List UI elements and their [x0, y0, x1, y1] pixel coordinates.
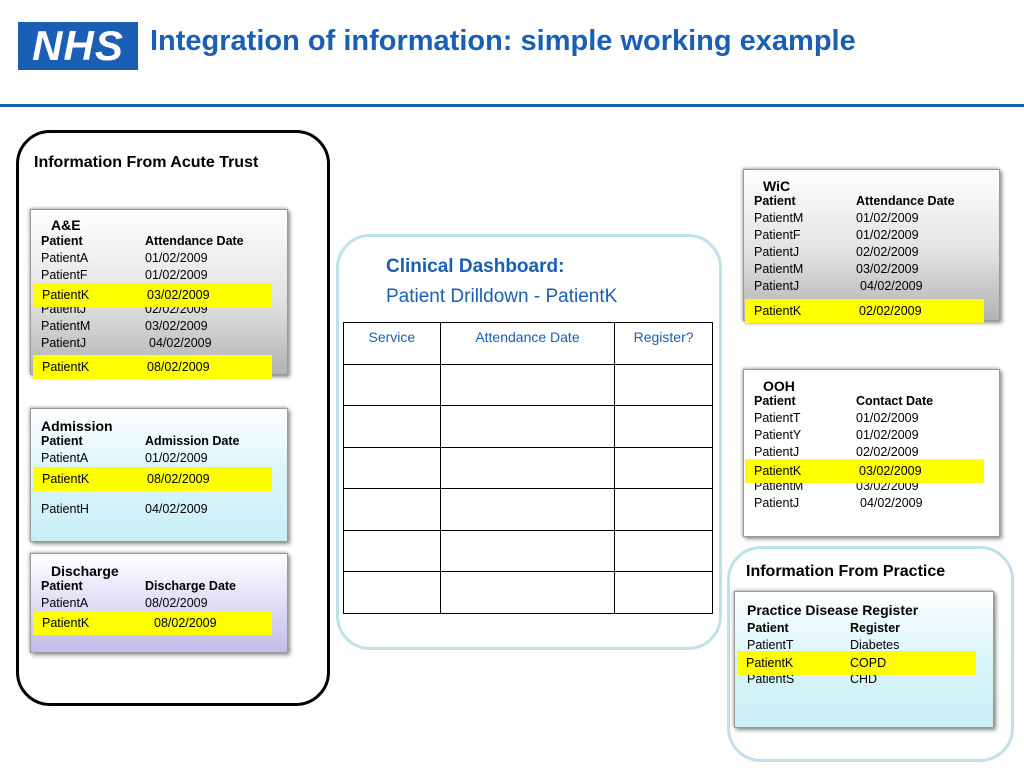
table-cell — [439, 446, 616, 489]
dashboard-title: Clinical Dashboard: Patient Drilldown - … — [386, 252, 617, 312]
table-cell — [343, 446, 441, 489]
column-header: Patient — [41, 579, 83, 593]
column-header: Attendance Date — [856, 194, 955, 208]
table-row — [343, 571, 713, 614]
table-cell — [614, 571, 713, 614]
table-cell — [343, 405, 441, 448]
nhs-logo-text: NHS — [32, 22, 124, 69]
column-header: Service — [343, 322, 441, 365]
practice-label: Information From Practice — [746, 563, 946, 580]
table-row — [343, 446, 713, 489]
column-header: Patient — [41, 434, 83, 448]
column-header: Contact Date — [856, 394, 934, 408]
table-cell — [343, 488, 441, 531]
panel-title: OOH — [763, 378, 795, 394]
acute-trust-label: Information From Acute Trust — [34, 154, 259, 171]
table-cell — [439, 405, 616, 448]
table-row — [343, 405, 713, 448]
table-cell — [614, 529, 713, 572]
panel-title: Admission — [41, 418, 113, 434]
panel-title: Practice Disease Register — [747, 602, 919, 618]
panel-title: Discharge — [51, 563, 119, 579]
title-divider — [0, 104, 1024, 107]
column-header: Attendance Date — [145, 234, 244, 248]
table-cell — [614, 446, 713, 489]
discharge-panel: Discharge Patient Discharge Date Patient… — [30, 553, 288, 653]
column-header: Discharge Date — [145, 579, 237, 593]
nhs-logo: NHS — [18, 22, 138, 70]
drilldown-table: Service Attendance Date Register? — [343, 322, 713, 614]
table-cell — [614, 405, 713, 448]
dashboard-outline — [336, 234, 722, 650]
panel-title: A&E — [51, 217, 81, 233]
page-title: Integration of information: simple worki… — [150, 25, 856, 57]
table-cell — [614, 488, 713, 531]
table-cell — [343, 529, 441, 572]
table-cell — [439, 363, 616, 406]
column-header: Register — [850, 621, 901, 635]
practice-outline — [727, 546, 1014, 762]
table-row — [343, 488, 713, 531]
column-header: Patient — [754, 194, 796, 208]
table-header-row: Service Attendance Date Register? — [343, 322, 713, 365]
column-header: Patient — [41, 234, 83, 248]
acute-trust-outline — [16, 130, 330, 706]
column-header: Patient — [747, 621, 789, 635]
column-header: Register? — [614, 322, 713, 365]
table-cell — [439, 529, 616, 572]
table-row — [343, 363, 713, 406]
table-cell — [439, 571, 616, 614]
dashboard-heading: Clinical Dashboard: — [386, 256, 565, 277]
column-header: Attendance Date — [439, 322, 616, 365]
column-header: Admission Date — [145, 434, 240, 448]
table-cell — [343, 571, 441, 614]
table-row — [343, 529, 713, 572]
table-cell — [614, 363, 713, 406]
dashboard-subtitle: Patient Drilldown - PatientK — [386, 286, 618, 307]
column-header: Patient — [754, 394, 796, 408]
table-cell — [439, 488, 616, 531]
panel-title: WiC — [763, 178, 791, 194]
table-cell — [343, 363, 441, 406]
